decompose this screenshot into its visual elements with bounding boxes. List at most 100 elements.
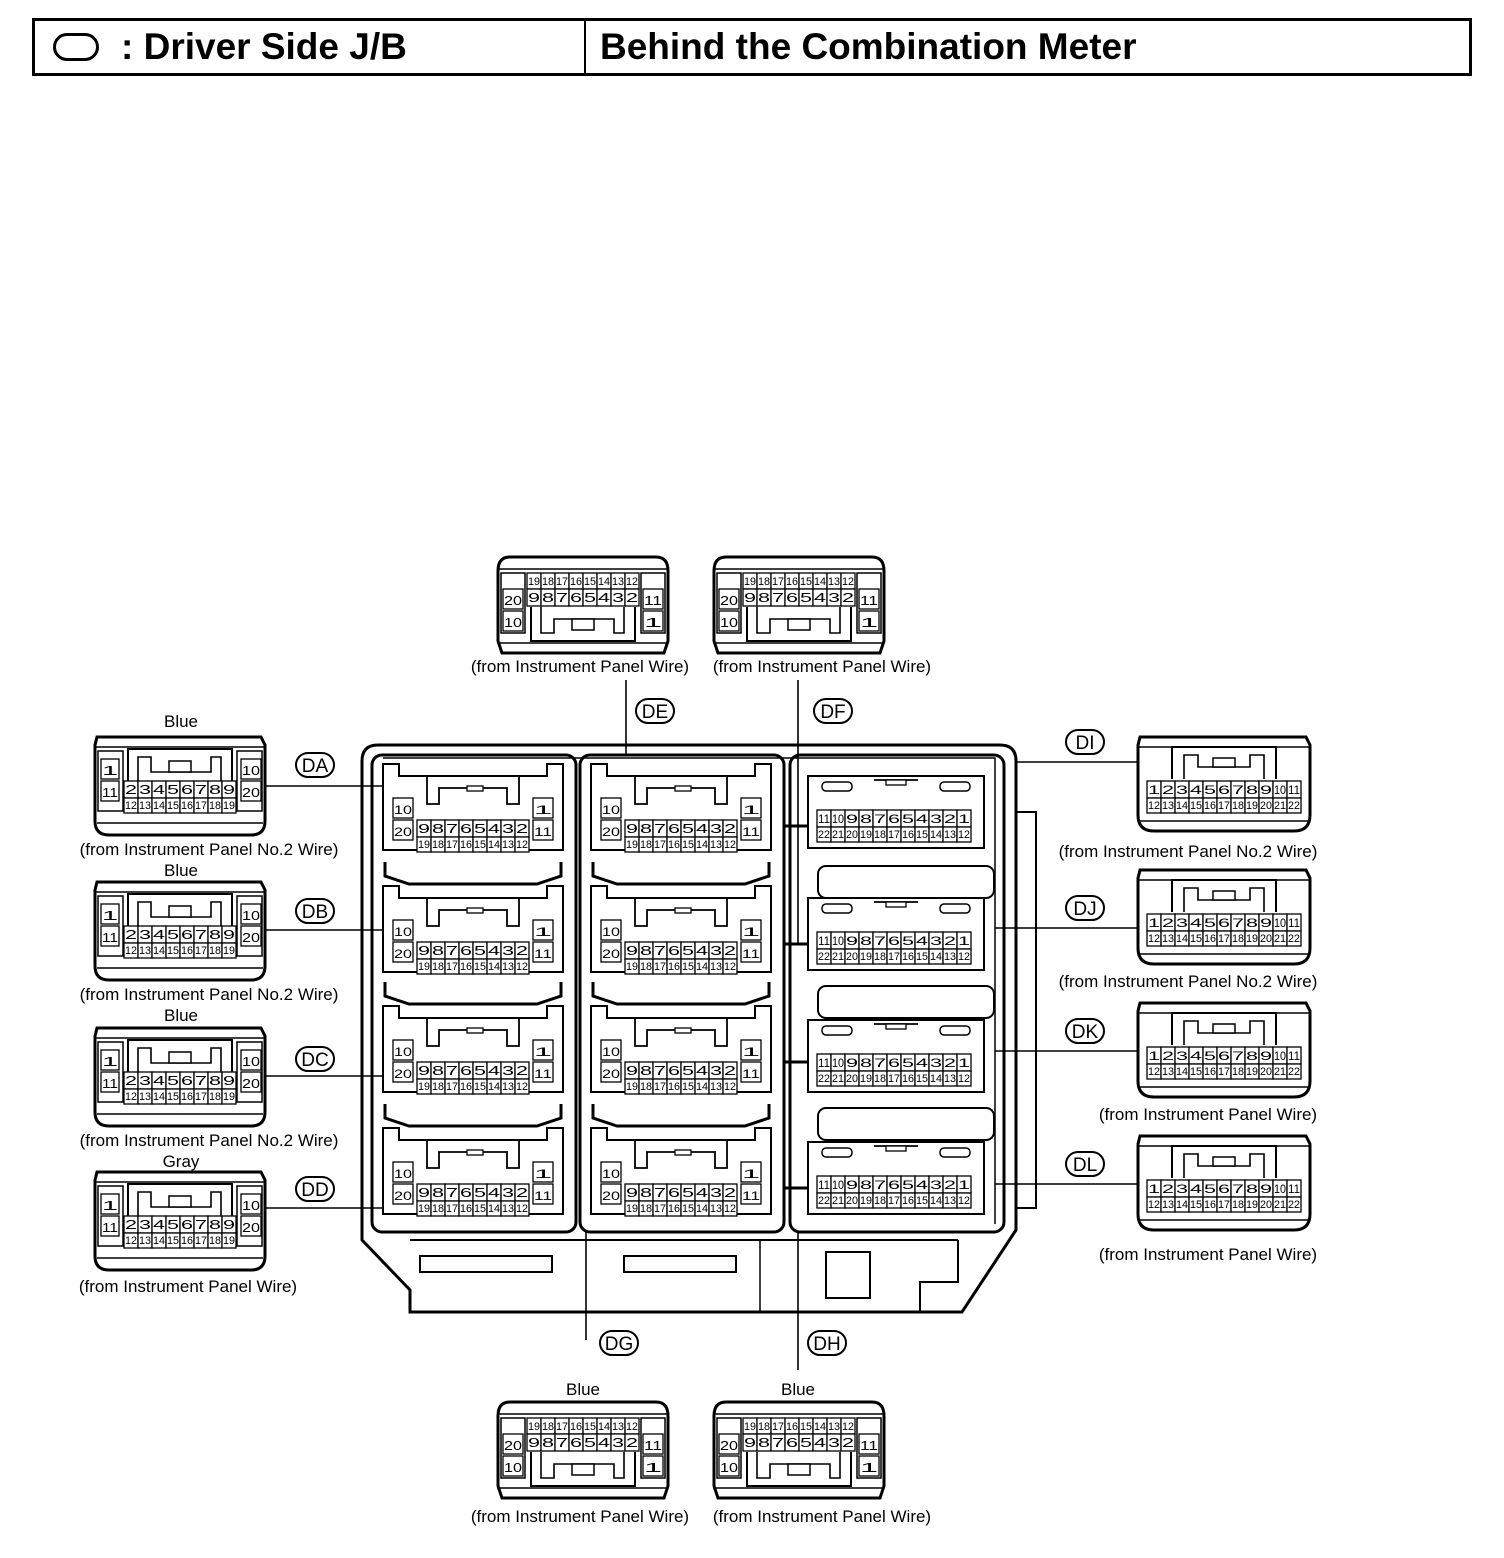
pin-cell <box>100 758 120 780</box>
pin-number: 6 <box>181 927 193 942</box>
pin-number: 12 <box>724 1203 736 1215</box>
pin-number: 1 <box>742 925 761 939</box>
pin-number: 16 <box>570 1421 582 1433</box>
pin-number: 4 <box>696 821 708 836</box>
pin-cell <box>642 610 664 632</box>
pin-number: 2 <box>516 943 528 958</box>
pin-number: 14 <box>488 1203 500 1215</box>
pin-number: 3 <box>930 934 943 948</box>
socket-tab <box>466 785 484 792</box>
pin-cell <box>840 1433 856 1452</box>
pin-number: 9 <box>418 1185 430 1200</box>
pin-cell <box>600 941 622 963</box>
pin-number: 19 <box>626 839 638 851</box>
pin-number: 2 <box>842 590 854 605</box>
pin-number: 10 <box>832 1178 844 1192</box>
pin-number: 11 <box>102 1076 118 1091</box>
lock-tab <box>571 1463 595 1476</box>
socket-cap <box>591 982 771 1006</box>
pin-cell <box>100 1215 120 1237</box>
pin-number: 20 <box>504 1438 522 1453</box>
pin-cell <box>740 1183 762 1205</box>
pin-number: 9 <box>626 1185 638 1200</box>
pin-number: 15 <box>1190 933 1202 945</box>
side-block <box>640 572 666 634</box>
side-block <box>716 1417 742 1479</box>
pin-number: 17 <box>888 1195 900 1207</box>
pin-number: 1 <box>742 1045 761 1059</box>
pin-number: 8 <box>432 1185 444 1200</box>
pin-cell <box>392 797 414 819</box>
pin-number: 1 <box>1148 1182 1161 1196</box>
pin-number: 4 <box>916 1056 929 1070</box>
pin-number: 14 <box>1176 1066 1188 1078</box>
pin-number: 11 <box>818 1178 830 1192</box>
pin-number: 1 <box>644 615 662 630</box>
pin-number: 18 <box>874 829 886 841</box>
pin-number: 13 <box>139 1235 151 1247</box>
pin-number: 20 <box>720 1438 738 1453</box>
pin-number: 7 <box>1232 916 1245 930</box>
pin-number: 1 <box>644 1460 662 1475</box>
code-badge-di: DI <box>1065 729 1105 755</box>
pin-number: 2 <box>516 1063 528 1078</box>
latch-frame <box>1171 1012 1277 1045</box>
pin-cell <box>600 919 622 941</box>
pin-number: 9 <box>223 1217 235 1232</box>
pin-number: 10 <box>394 1045 412 1059</box>
pin-number: 3 <box>1176 1182 1189 1196</box>
lock-tab <box>787 1463 811 1476</box>
pin-number: 10 <box>832 934 844 948</box>
pin-number: 11 <box>1288 1049 1300 1063</box>
pin-number: 3 <box>1176 916 1189 930</box>
pin-number: 9 <box>1260 1182 1273 1196</box>
color-label-da: Blue <box>164 712 198 731</box>
pin-number: 8 <box>209 1217 221 1232</box>
pin-number: 8 <box>640 821 652 836</box>
socket-separator <box>817 1107 995 1141</box>
pin-cell <box>722 1078 738 1095</box>
pin-number: 9 <box>846 812 859 826</box>
pin-number: 14 <box>696 1203 708 1215</box>
pin-number: 9 <box>223 927 235 942</box>
pin-number: 1 <box>102 908 118 923</box>
pin-number: 6 <box>1218 783 1231 797</box>
socket-separator <box>817 985 995 1019</box>
pin-number: 14 <box>814 576 826 588</box>
pin-number: 16 <box>1204 933 1216 945</box>
pin-number: 1 <box>102 763 118 778</box>
pin-number: 8 <box>432 1063 444 1078</box>
pin-number: 13 <box>710 839 722 851</box>
pin-number: 8 <box>1246 1182 1259 1196</box>
pin-number: 11 <box>534 825 552 839</box>
pin-number: 3 <box>502 821 514 836</box>
pin-cell <box>722 1200 738 1217</box>
pin-cell <box>740 1061 762 1083</box>
pin-number: 1 <box>534 1045 553 1059</box>
pin-cell <box>740 941 762 963</box>
pin-number: 16 <box>668 1203 680 1215</box>
pin-number: 17 <box>654 961 666 973</box>
pin-number: 22 <box>818 829 830 841</box>
pin-number: 4 <box>488 1063 500 1078</box>
pin-number: 8 <box>1246 916 1259 930</box>
socket-separator <box>817 865 995 899</box>
pin-number: 16 <box>460 1203 472 1215</box>
pin-cell <box>392 1061 414 1083</box>
pin-number: 16 <box>1204 1066 1216 1078</box>
side-block <box>97 1041 124 1103</box>
pin-number: 20 <box>242 1076 260 1091</box>
pin-number: 19 <box>418 1203 430 1215</box>
latch-frame <box>1171 746 1277 779</box>
pin-number: 7 <box>1232 783 1245 797</box>
pin-number: 3 <box>710 821 722 836</box>
side-block <box>716 572 742 634</box>
pin-number: 5 <box>1204 783 1217 797</box>
pin-number: 9 <box>528 1435 540 1450</box>
pin-number: 8 <box>758 590 770 605</box>
pin-number: 2 <box>944 812 957 826</box>
pin-cell <box>600 819 622 841</box>
pin-number: 2 <box>516 1185 528 1200</box>
